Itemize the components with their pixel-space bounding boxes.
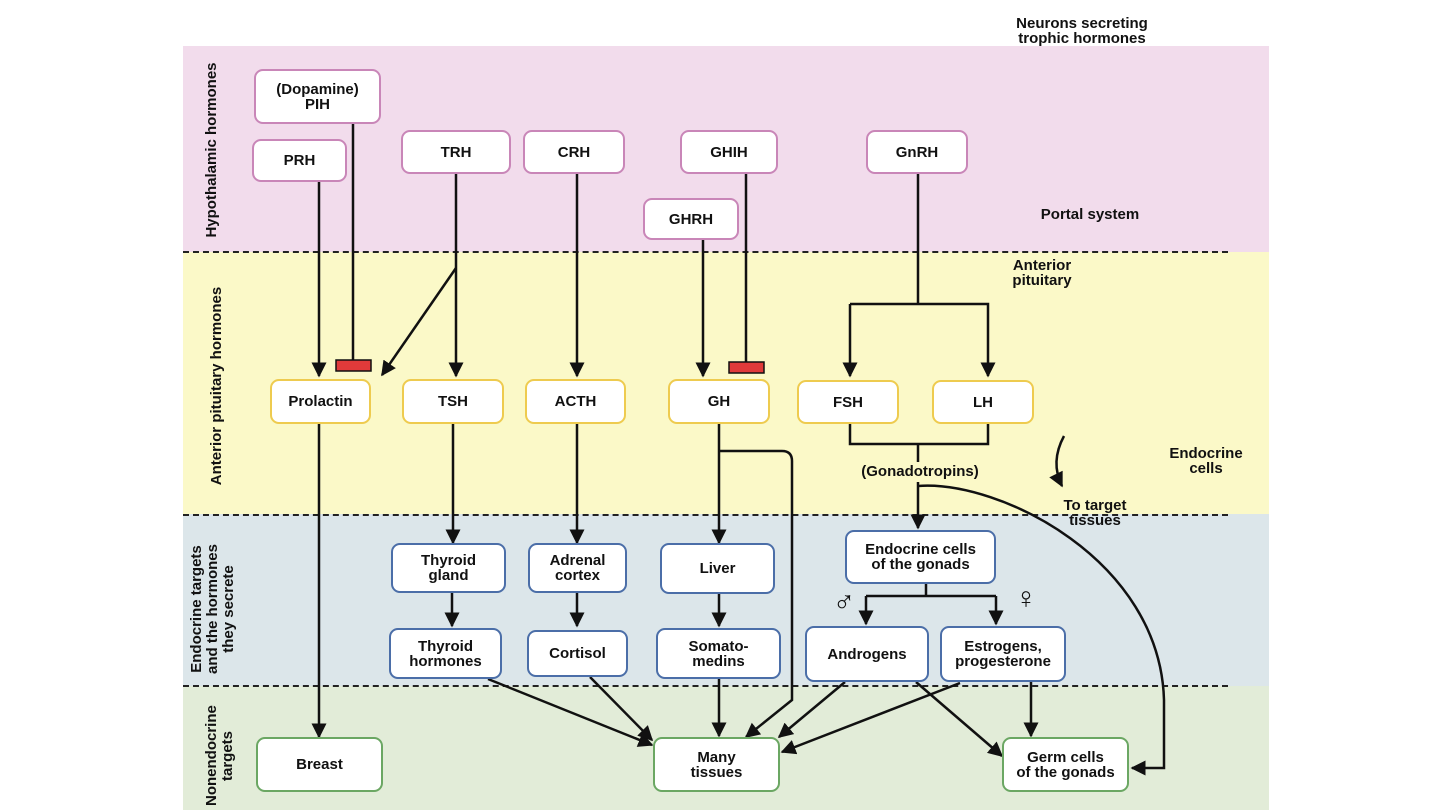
line-fsh-lh-join <box>848 424 990 446</box>
curved-arrow <box>1049 435 1066 488</box>
box-estrogens-progesterone: Estrogens, progesterone <box>940 626 1066 682</box>
arrow-thyroid-many <box>487 677 654 747</box>
arrow-estrogens-many <box>780 681 961 755</box>
arrow-gonadotropins-germ <box>917 484 1166 776</box>
box-thyroid-gland: Thyroid gland <box>391 543 506 593</box>
label-endocrine-cells: Endocrine cells <box>1169 445 1243 477</box>
arrow-androgens-many <box>777 681 846 738</box>
box-gonad-endocrine-cells: Endocrine cells of the gonads <box>845 530 996 584</box>
label-to-target-tissues: To target tissues <box>1063 497 1127 529</box>
inhibition-bar-pih <box>335 359 372 372</box>
arrow-cortisol-many <box>589 676 654 742</box>
box-trh: TRH <box>401 130 511 174</box>
box-liver: Liver <box>660 543 775 594</box>
divider-portal <box>183 251 1228 253</box>
box-prolactin: Prolactin <box>270 379 371 424</box>
box-androgens: Androgens <box>805 626 929 682</box>
box-ghrh: GHRH <box>643 198 739 240</box>
label-anterior-pituitary: Anterior pituitary <box>1012 257 1072 289</box>
female-symbol-icon: ♀ <box>1014 582 1038 615</box>
box-germ-cells: Germ cells of the gonads <box>1002 737 1129 792</box>
inhibition-bar-ghih <box>728 361 765 374</box>
arrow-trh-prolactin <box>380 267 458 377</box>
box-ghih: GHIH <box>680 130 778 174</box>
box-pih: (Dopamine) PIH <box>254 69 381 124</box>
box-tsh: TSH <box>402 379 504 424</box>
box-prh: PRH <box>252 139 347 182</box>
box-crh: CRH <box>523 130 625 174</box>
box-gh: GH <box>668 379 770 424</box>
box-cortisol: Cortisol <box>527 630 628 677</box>
male-symbol-icon: ♂ <box>832 586 856 619</box>
arrow-gh-many <box>719 449 794 738</box>
divider-pituitary <box>183 514 1228 516</box>
box-fsh: FSH <box>797 380 899 424</box>
label-neurons: Neurons secreting trophic hormones <box>1016 15 1148 47</box>
arrow-androgens-germ <box>915 681 1004 757</box>
box-lh: LH <box>932 380 1034 424</box>
box-somatomedins: Somato- medins <box>656 628 781 679</box>
box-gnrh: GnRH <box>866 130 968 174</box>
box-many-tissues: Many tissues <box>653 737 780 792</box>
label-gonadotropins: (Gonadotropins) <box>861 463 979 480</box>
box-acth: ACTH <box>525 379 626 424</box>
label-portal-system: Portal system <box>1040 206 1140 223</box>
box-adrenal-cortex: Adrenal cortex <box>528 543 627 593</box>
box-thyroid-hormones: Thyroid hormones <box>389 628 502 679</box>
divider-endocrine <box>183 685 1228 687</box>
box-breast: Breast <box>256 737 383 792</box>
arrow-gnrh-fsh <box>850 302 996 378</box>
